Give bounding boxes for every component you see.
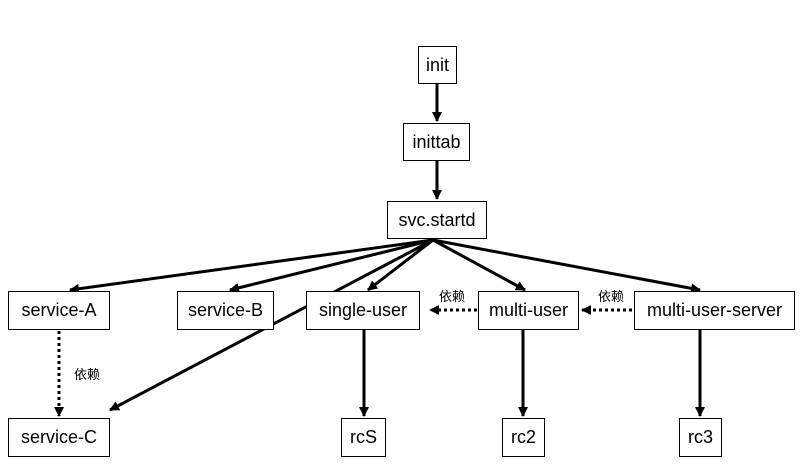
- edge-svcstartd-service-a: [69, 238, 434, 294]
- node-multi-user-server: multi-user-server: [634, 291, 795, 330]
- node-inittab: inittab: [403, 123, 470, 161]
- node-service-b: service-B: [177, 291, 274, 330]
- node-rc3: rc3: [679, 418, 722, 457]
- node-multi-user: multi-user: [478, 291, 579, 330]
- node-single-user: single-user: [306, 291, 420, 330]
- edge-svcstartd-multi-user: [432, 238, 526, 292]
- node-init: init: [418, 46, 457, 84]
- dependency-label-single-multi: 依赖: [439, 290, 466, 305]
- edge-svcstartd-single-user: [367, 238, 434, 292]
- edge-svcstartd-multi-user-server: [432, 238, 701, 294]
- node-svc-startd: svc.startd: [387, 201, 487, 239]
- node-rc2: rc2: [502, 418, 545, 457]
- node-service-a: service-A: [8, 291, 110, 330]
- edge-svcstartd-service-b: [229, 238, 434, 293]
- node-rcs: rcS: [341, 418, 386, 457]
- dependency-label-multi-server: 依赖: [598, 290, 625, 305]
- dependency-label-service-a-c: 依赖: [74, 368, 101, 383]
- node-service-c: service-C: [8, 418, 110, 457]
